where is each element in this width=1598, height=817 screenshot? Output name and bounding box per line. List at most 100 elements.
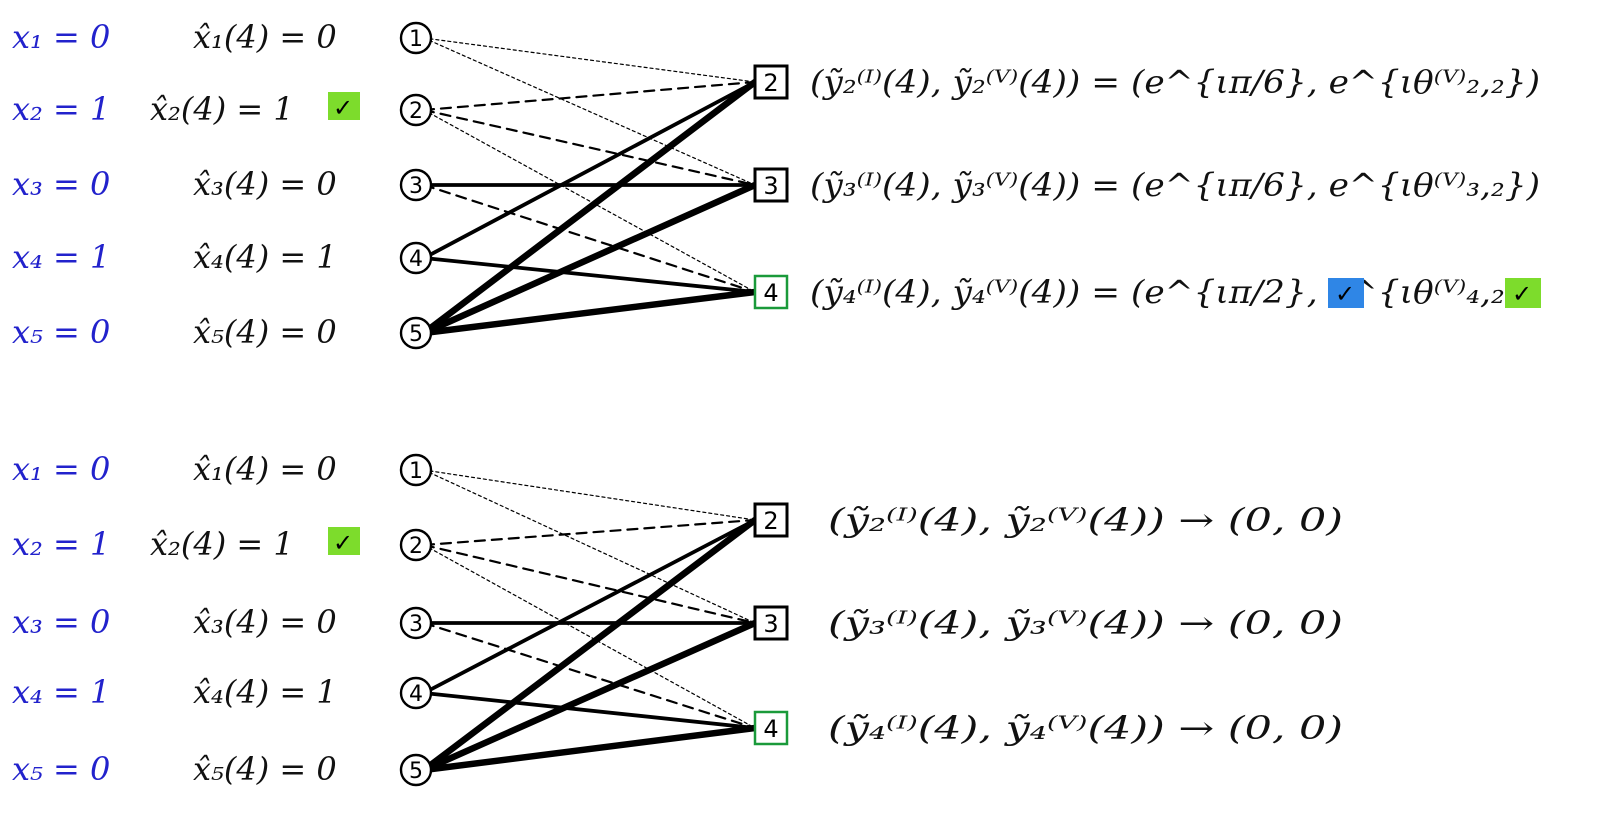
check-node-box [753,605,789,641]
variable-node: 1 [399,453,433,487]
estimate-check-badge: ✓ [328,92,360,122]
estimate-label: x̂₂(4) = 1 [150,525,294,563]
variable-node: 1 [399,21,433,55]
variable-node-circle [399,528,433,562]
estimate-label: x̂₅(4) = 0 [193,750,337,788]
check-badge-background [1505,278,1541,308]
edge-3-4 [422,621,757,730]
edge-2-3 [422,108,757,187]
message-equation: (ỹ₄⁽ᴵ⁾(4), ỹ₄⁽ⱽ⁾(4)) = (e^{ιπ/2}, e^{ιθ⁽… [810,273,1540,311]
check-node-label: 2 [763,69,778,97]
check-node: 4 [753,710,789,746]
variable-node-circle [399,676,433,710]
variable-node-circle [399,241,433,275]
edge-1-2 [423,37,756,83]
true-value-label: x₂ = 1 [12,525,110,563]
message-check-badge-blue: ✓ [1328,278,1364,308]
edge-5-3 [420,619,759,774]
variable-node-circle [399,606,433,640]
edge-2-2 [422,518,757,547]
variable-node-label: 5 [409,759,423,784]
message-equation: (ỹ₂⁽ᴵ⁾(4), ỹ₂⁽ⱽ⁾(4)) = (e^{ιπ/6}, e^{ιθ⁽… [810,63,1540,101]
variable-node-circle [399,93,433,127]
variable-node: 2 [399,93,433,127]
check-badge-background [328,527,360,555]
edge-2-2 [422,80,757,112]
variable-node-circle [399,753,433,787]
check-mark-icon: ✓ [333,94,353,122]
edge-2-3 [422,543,757,625]
check-node-box [753,710,789,746]
message-equation: (ỹ₃⁽ᴵ⁾(4), ỹ₃⁽ⱽ⁾(4)) → (0, 0) [828,604,1343,642]
check-mark-icon: ✓ [1512,280,1532,308]
true-value-label: x₃ = 0 [12,165,110,203]
estimate-label: x̂₂(4) = 1 [150,90,294,128]
message-check-badge-green: ✓ [1505,278,1541,308]
variable-node-circle [399,21,433,55]
true-value-label: x₁ = 0 [12,450,110,488]
message-equation: (ỹ₄⁽ᴵ⁾(4), ỹ₄⁽ⱽ⁾(4)) → (0, 0) [828,709,1343,747]
edge-1-3 [423,37,756,186]
edge-4-4 [422,691,757,730]
edge-1-2 [423,469,756,521]
check-badge-background [328,92,360,120]
message-equation: (ỹ₂⁽ᴵ⁾(4), ỹ₂⁽ⱽ⁾(4)) → (0, 0) [828,501,1343,539]
estimate-label: x̂₄(4) = 1 [193,673,337,711]
check-node: 4 [753,274,789,310]
check-node-label: 4 [763,279,778,307]
edge-4-2 [422,80,757,260]
edge-2-4 [423,544,756,729]
variable-node-label: 4 [409,682,423,707]
edge-3-4 [422,183,757,294]
variable-node: 4 [399,676,433,710]
edge-4-4 [422,256,757,294]
estimate-label: x̂₃(4) = 0 [193,165,337,203]
variable-node: 5 [399,316,433,350]
variable-node-label: 3 [409,174,423,199]
edge-5-2 [420,78,759,337]
estimate-label: x̂₃(4) = 0 [193,603,337,641]
variable-node-circle [399,168,433,202]
estimate-check-badge: ✓ [328,527,360,557]
true-value-label: x₄ = 1 [12,238,110,276]
variable-node-circle [399,453,433,487]
check-badge-background [1328,278,1364,308]
message-equation: (ỹ₃⁽ᴵ⁾(4), ỹ₃⁽ⱽ⁾(4)) = (e^{ιπ/6}, e^{ιθ⁽… [810,166,1540,204]
variable-node: 3 [399,168,433,202]
estimate-label: x̂₄(4) = 1 [193,238,337,276]
true-value-label: x₅ = 0 [12,313,110,351]
estimate-label: x̂₁(4) = 0 [193,18,337,56]
check-node: 2 [753,502,789,538]
variable-node: 4 [399,241,433,275]
true-value-label: x₄ = 1 [12,673,110,711]
check-mark-icon: ✓ [1335,280,1355,308]
variable-node: 2 [399,528,433,562]
edge-2-4 [423,109,756,293]
edge-5-2 [420,516,759,774]
check-node-box [753,274,789,310]
check-node-label: 2 [763,507,778,535]
check-node-label: 3 [763,610,778,638]
variable-node: 5 [399,753,433,787]
variable-node-label: 1 [409,27,423,52]
variable-node-label: 2 [409,534,423,559]
edge-5-4 [420,724,759,774]
edge-1-3 [423,469,756,624]
check-mark-icon: ✓ [333,529,353,557]
variable-node-label: 5 [409,322,423,347]
check-node-box [753,167,789,203]
check-node-box [753,64,789,100]
variable-node-label: 1 [409,459,423,484]
variable-node-label: 3 [409,612,423,637]
edge-4-2 [422,518,757,695]
edge-5-4 [420,288,759,337]
estimate-label: x̂₁(4) = 0 [193,450,337,488]
edge-5-3 [420,181,759,337]
true-value-label: x₅ = 0 [12,750,110,788]
check-node-box [753,502,789,538]
variable-node: 3 [399,606,433,640]
check-node: 3 [753,605,789,641]
